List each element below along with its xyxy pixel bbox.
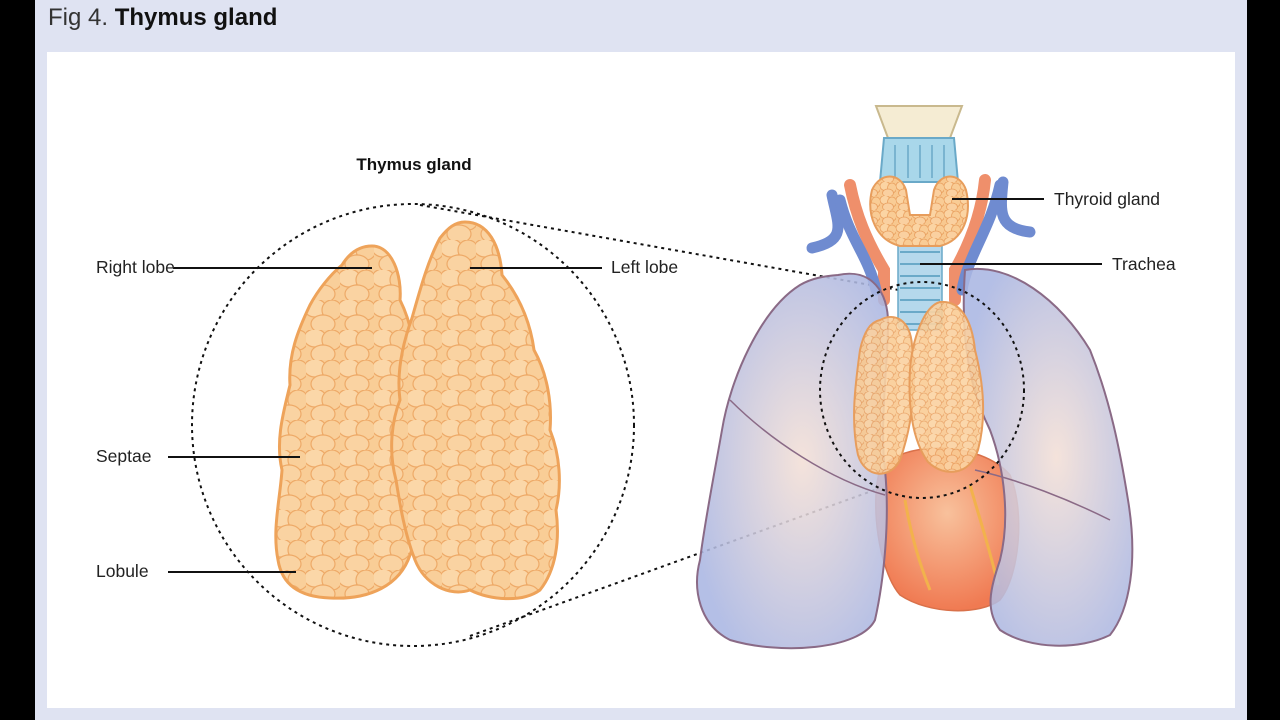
trachea-label: Trachea (1112, 254, 1176, 274)
anatomy-illustration (696, 105, 1134, 650)
thyroid-gland-label: Thyroid gland (1054, 189, 1160, 209)
lobule-label: Lobule (96, 561, 149, 581)
septae-label: Septae (96, 446, 151, 466)
magnifier-circle (191, 203, 635, 647)
figure-title: Fig 4. Thymus gland (48, 4, 277, 34)
left-lobe-label: Left lobe (611, 257, 678, 277)
figure-number: Fig 4. (48, 4, 109, 31)
right-lobe-label: Right lobe (96, 257, 175, 277)
detail-title: Thymus gland (356, 155, 471, 174)
figure-name: Thymus gland (114, 4, 278, 31)
zoom-line-bottom (469, 487, 881, 637)
left-lobe-shape (390, 220, 561, 601)
